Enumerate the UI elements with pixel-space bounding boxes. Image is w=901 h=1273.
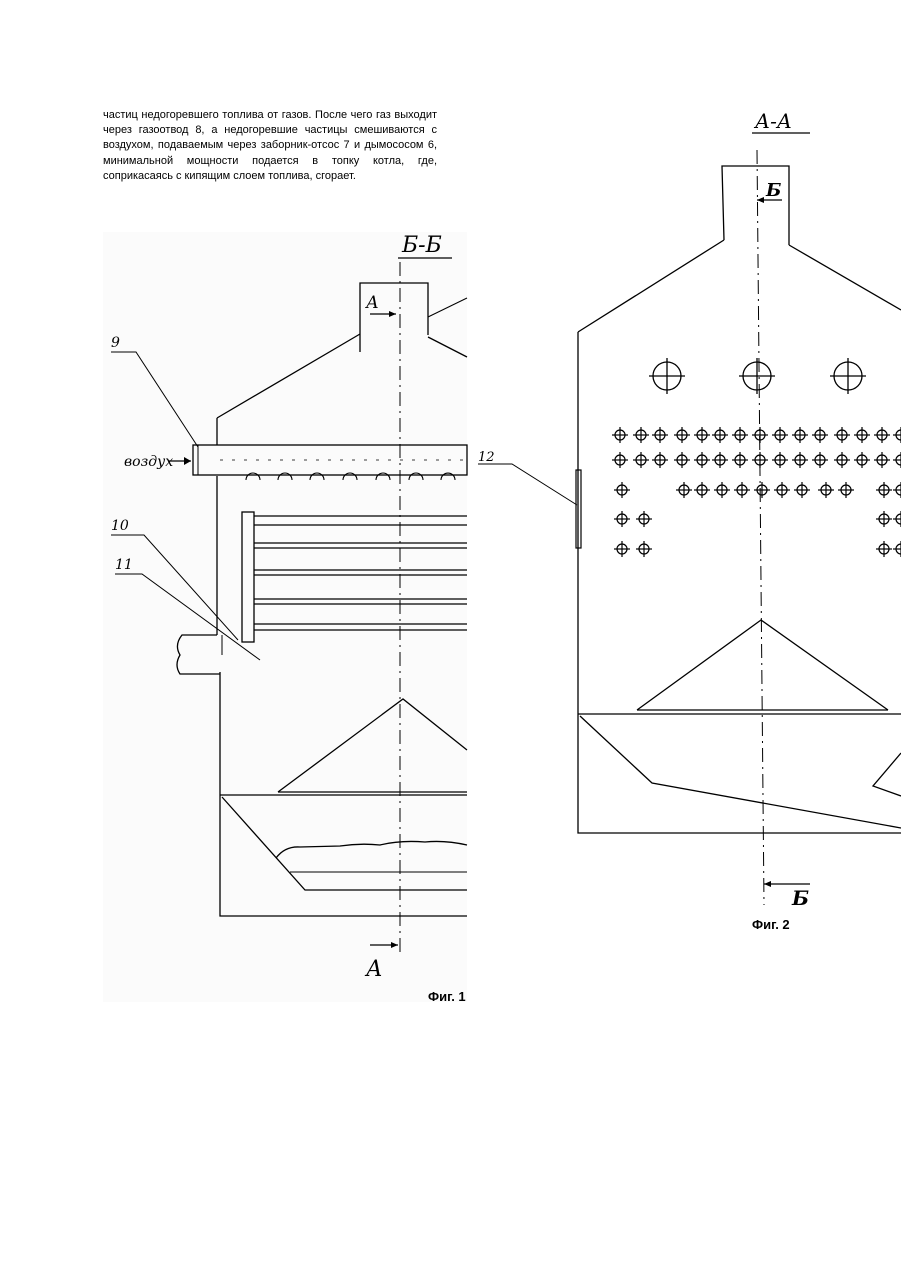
fig1-section-label: Б-Б — [401, 233, 442, 258]
fig2-wall — [578, 332, 901, 833]
fig2-cut-label-bottom: Б — [791, 886, 809, 910]
fig2-center-axis — [757, 150, 764, 905]
fig2-hopper — [580, 716, 901, 828]
callout-12-leader — [478, 464, 577, 505]
fig1-cut-label-bottom: А — [364, 957, 383, 982]
callout-9: 9 — [111, 335, 120, 351]
fig2-section-label: А-А — [753, 109, 792, 133]
callout-12: 12 — [478, 450, 495, 465]
fig2-cut-label-top: Б — [765, 180, 781, 201]
callout-11: 11 — [115, 557, 133, 573]
figure-2-caption: Фиг. 2 — [752, 917, 790, 932]
figure-2-drawing: А-А 12 — [478, 109, 901, 910]
fig2-roof-right — [789, 245, 901, 310]
fig1-air-label: воздух — [124, 454, 173, 470]
fig2-roof-left — [578, 240, 724, 332]
figure-1-caption: Фиг. 1 — [428, 989, 466, 1004]
fig2-chimney — [722, 166, 789, 245]
fig2-large-openings — [649, 358, 866, 394]
figure-1-drawing: воздух А А — [103, 232, 467, 1002]
callout-10: 10 — [111, 518, 129, 534]
fig2-nozzle-grid — [612, 427, 901, 557]
fig1-cut-label-top: А — [365, 293, 379, 313]
figure-1-scan-area — [103, 232, 467, 1002]
fig2-hopper-right — [873, 753, 901, 796]
